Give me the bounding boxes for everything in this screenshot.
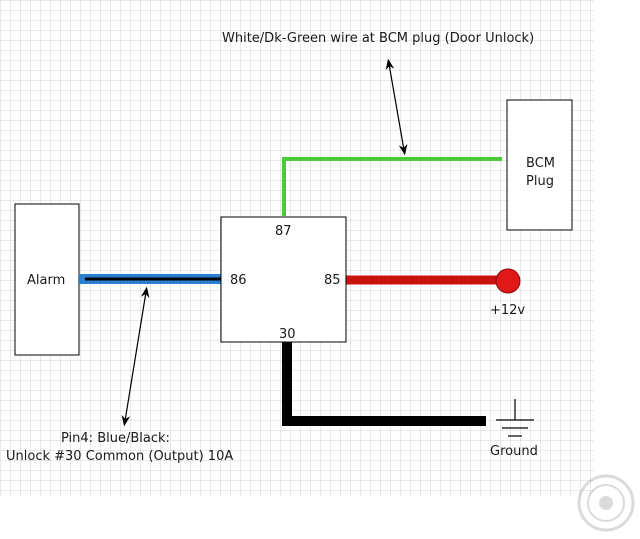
- watermark-logo-icon: [577, 474, 635, 532]
- alarm-box: [14, 203, 80, 356]
- pin-85-label: 85: [324, 273, 341, 288]
- bcm-label: BCM: [526, 156, 555, 171]
- green-wire: [282, 157, 502, 216]
- pin4-label-line2: Unlock #30 Common (Output) 10A: [6, 449, 233, 464]
- double-arrow-icon: [385, 58, 408, 156]
- relay-box: [220, 216, 347, 343]
- ground-symbol-icon: [496, 399, 534, 437]
- plug-label: Plug: [526, 174, 554, 189]
- bcm-plug-box: [506, 99, 573, 231]
- ground-label: Ground: [490, 444, 538, 459]
- pin-30-label: 30: [279, 327, 296, 342]
- black-wire: [282, 342, 486, 426]
- alarm-label: Alarm: [27, 273, 65, 288]
- power-dot-icon: [495, 268, 521, 294]
- pin4-label-line1: Pin4: Blue/Black:: [61, 431, 170, 446]
- power-label: +12v: [490, 303, 525, 318]
- green-wire-label: White/Dk-Green wire at BCM plug (Door Un…: [222, 31, 534, 46]
- double-arrow-icon: [121, 286, 150, 427]
- pin-87-label: 87: [275, 224, 292, 239]
- pin-86-label: 86: [230, 273, 247, 288]
